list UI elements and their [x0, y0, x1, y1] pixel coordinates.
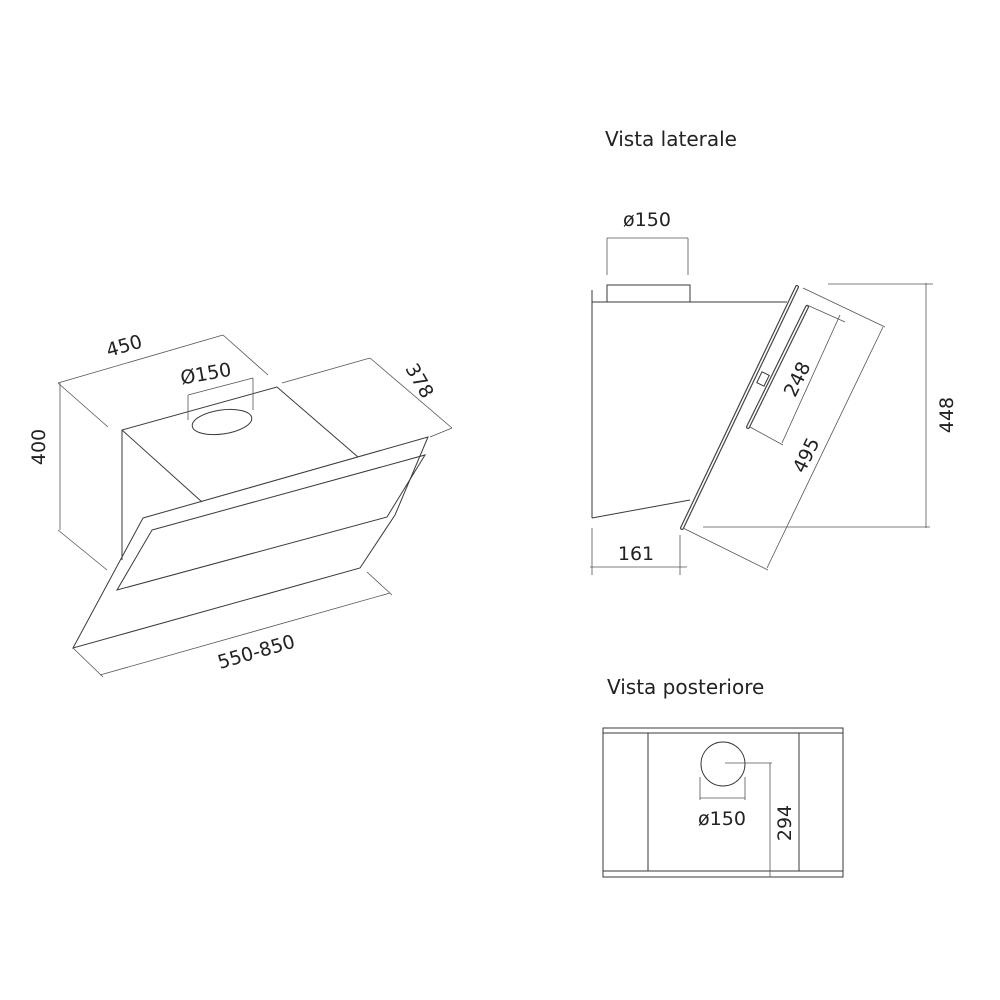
- iso-view: 450 Ø150 378 400 550-850: [28, 331, 453, 678]
- side-inner-panel-label: 248: [780, 358, 816, 400]
- iso-width-label: 450: [104, 331, 145, 362]
- side-body: [591, 284, 787, 519]
- rear-view: Vista posteriore ø150 294: [602, 675, 844, 878]
- iso-height-label: 400: [28, 429, 50, 465]
- rear-dimensions: [699, 762, 772, 877]
- rear-duct-label: ø150: [698, 808, 746, 830]
- iso-duct-label: Ø150: [179, 359, 233, 390]
- side-duct-label: ø150: [623, 209, 671, 231]
- rear-body: [602, 727, 844, 878]
- rear-view-title: Vista posteriore: [607, 675, 764, 699]
- iso-glass-panel: [72, 436, 429, 649]
- side-view-title: Vista laterale: [605, 127, 737, 151]
- iso-length-label: 550-850: [215, 631, 297, 674]
- rear-duct-opening: [700, 741, 746, 787]
- duct-opening: [191, 408, 253, 436]
- side-glass: [680, 285, 809, 530]
- rear-duct-height-label: 294: [774, 805, 796, 841]
- iso-dimensions: [57, 334, 453, 678]
- side-height-label: 448: [936, 397, 958, 433]
- iso-body: [121, 386, 359, 560]
- side-depth-label: 161: [618, 543, 654, 565]
- side-view: Vista laterale: [590, 127, 958, 575]
- iso-depth-label: 378: [401, 360, 438, 402]
- side-dimensions: [590, 237, 933, 575]
- side-glass-label: 495: [789, 434, 825, 476]
